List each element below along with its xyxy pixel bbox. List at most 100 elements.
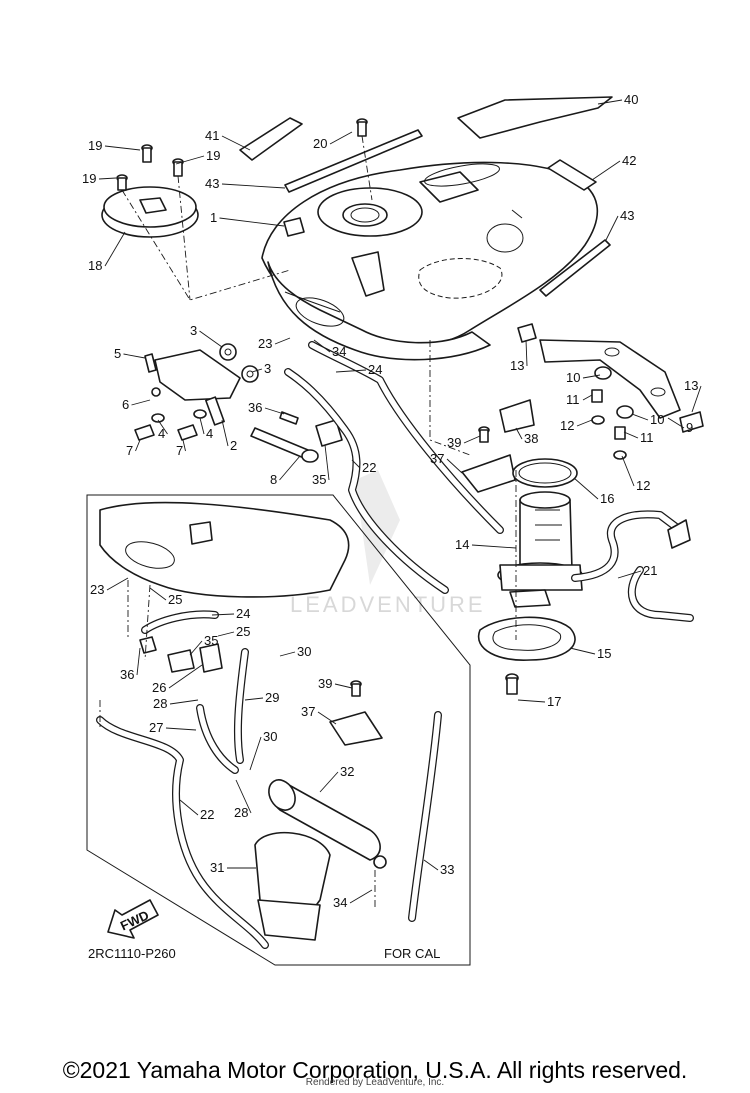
callout-c43a: 43 [205,176,219,191]
bolt-20 [356,118,368,137]
callout-c20: 20 [313,136,327,151]
leader-c3a [199,330,223,348]
leader-c35b [189,640,203,656]
callout-c7b: 7 [176,443,183,458]
callout-c13a: 13 [510,358,524,373]
callout-c24b: 24 [236,606,250,621]
leader-c10a [582,374,601,379]
leader-c9 [667,417,685,429]
callout-c5: 5 [114,346,121,361]
callout-c43b: 43 [620,208,634,223]
callout-c30a: 30 [297,644,311,659]
callout-c11a: 11 [566,392,580,407]
fuel-pump [497,491,583,608]
leader-c37a [446,458,463,474]
leader-c5 [123,353,146,359]
leader-c16 [573,477,599,500]
leader-c13a [525,339,528,367]
leader-c7b [182,439,186,452]
leader-c2 [221,419,229,447]
leader-c11a [582,394,593,401]
callout-c40: 40 [624,92,638,107]
callout-c3a: 3 [190,323,197,338]
leader-c4a [157,419,168,435]
leader-c23a [274,337,291,345]
drawing-code: 2RC1110-P260 [88,946,176,961]
callout-c12a: 12 [560,418,574,433]
callout-c6: 6 [122,397,129,412]
callout-c22b: 22 [200,807,214,822]
leader-c25b [217,631,235,637]
callout-c12b: 12 [636,478,650,493]
callout-c3b: 3 [264,361,271,376]
leader-c28a [169,699,199,705]
leader-c23b [106,577,129,591]
leader-c1 [219,217,285,227]
callout-c39b: 39 [318,676,332,691]
leader-lines [98,99,702,904]
callout-c27: 27 [149,720,163,735]
callout-c42: 42 [622,153,636,168]
leader-c17 [517,699,546,703]
callout-c9: 9 [686,420,693,435]
leader-c35a [324,444,330,481]
rendered-by-notice: Rendered by LeadVenture, Inc. [305,1077,445,1088]
leader-c20 [329,131,353,145]
leader-c27 [165,727,197,731]
callout-c26: 26 [152,680,166,695]
leader-c34a [313,339,331,353]
callout-c10a: 10 [566,370,580,385]
callout-c11b: 11 [640,430,654,445]
leader-c33 [423,859,439,871]
hose-24-top [308,341,504,534]
leader-c34b [349,889,373,904]
callout-c1: 1 [210,210,217,225]
hose-21 [571,510,694,622]
leader-c30a [279,651,296,657]
callout-c35a: 35 [312,472,326,487]
watermark-text: LEADVENTURE [290,592,486,617]
callout-c31: 31 [210,860,224,875]
copyright-notice: ©2021 Yamaha Motor Corporation, U.S.A. A… [62,1057,688,1083]
callout-c17: 17 [547,694,561,709]
leader-c28b [235,779,252,814]
leader-c36a [264,407,285,415]
callout-c41: 41 [205,128,219,143]
callout-c25b: 25 [236,624,250,639]
callout-c30b: 30 [263,729,277,744]
fwd-label: FWD [118,907,151,933]
leader-c18 [104,231,126,267]
callout-c16: 16 [600,491,614,506]
bracket-9 [517,323,704,460]
callout-c24a: 24 [368,362,382,377]
leader-c30b [249,736,262,771]
leader-c7a [135,439,141,452]
leader-c38 [515,427,523,440]
callout-c19a: 19 [88,138,102,153]
leader-c6 [131,399,151,406]
leader-c42 [591,160,621,181]
callout-c4b: 4 [206,426,213,441]
leader-c39b [334,683,353,689]
callout-c28b: 28 [234,805,248,820]
leader-c4b [199,417,205,435]
strip-42 [547,159,597,191]
inset-label: FOR CAL [384,946,440,961]
callout-c23b: 23 [90,582,104,597]
callout-c18: 18 [88,258,102,273]
leader-c10b [631,413,649,421]
callout-c23a: 23 [258,336,272,351]
callout-c34a: 34 [332,344,346,359]
leader-c36b [136,647,141,676]
leader-c14 [471,544,517,549]
callout-c33: 33 [440,862,454,877]
callout-c8: 8 [270,472,277,487]
callout-c32: 32 [340,764,354,779]
callout-c36b: 36 [120,667,134,682]
leader-c24b [211,613,235,616]
leader-c29 [244,697,264,701]
callout-c2: 2 [230,438,237,453]
leader-c32 [319,771,339,793]
